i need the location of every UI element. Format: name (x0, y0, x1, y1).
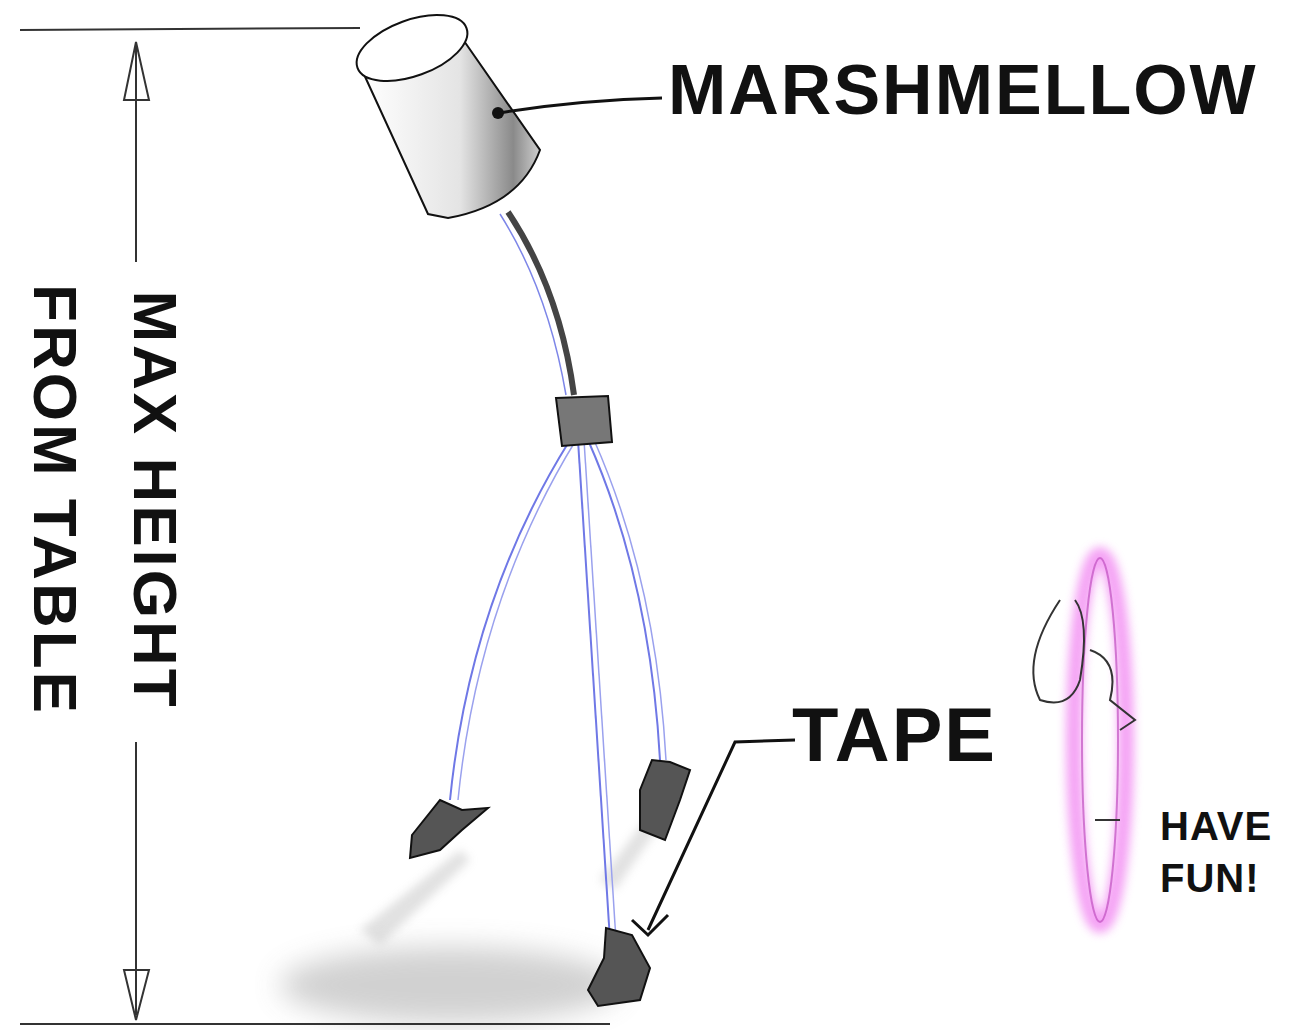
leader-line (498, 98, 795, 935)
shadow (280, 800, 670, 1023)
dimension-label: MAX HEIGHT FROM TABLE (5, 260, 205, 740)
note: HAVE FUN! (1160, 800, 1300, 904)
tape-piece (410, 396, 690, 1006)
signature-doodle (1033, 555, 1135, 925)
spaghetti (450, 212, 666, 940)
part-label: MARSHMELLOW (668, 45, 1228, 135)
part-label: TAPE (792, 690, 1012, 780)
